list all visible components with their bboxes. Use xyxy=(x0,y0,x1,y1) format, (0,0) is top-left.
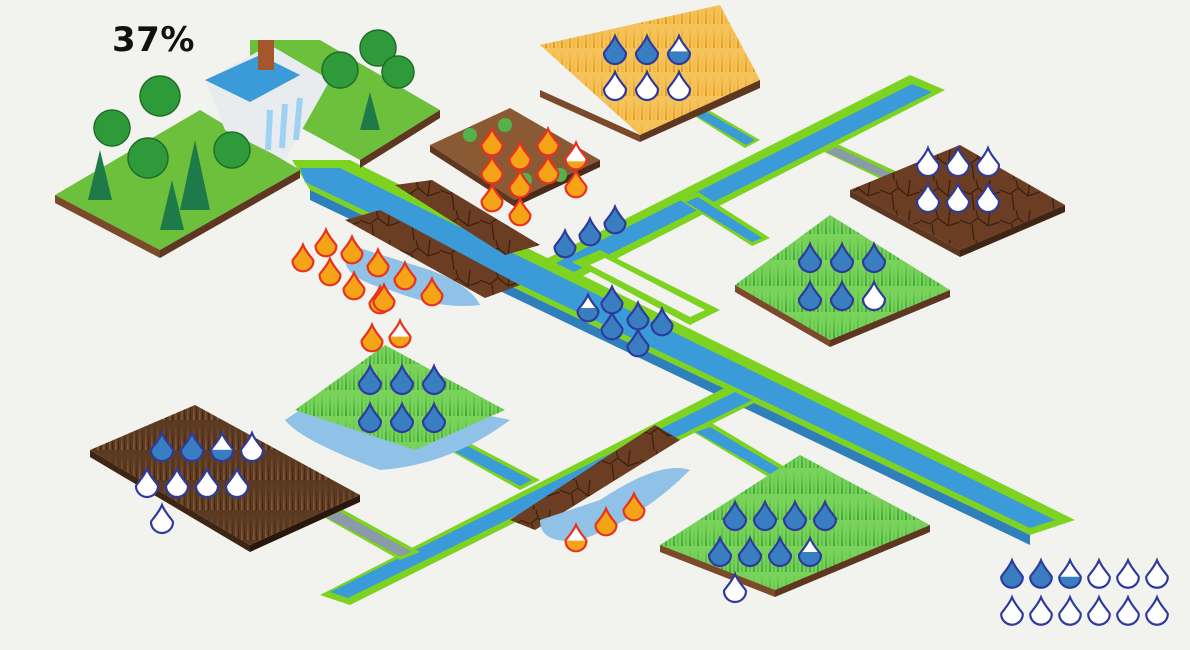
wheat-field-drop-5 xyxy=(634,68,660,102)
wheat-canal-water xyxy=(690,108,755,145)
reserve-drop-5 xyxy=(1116,557,1140,589)
reserve-drop-2 xyxy=(1029,557,1053,589)
dry-canal-segment-north xyxy=(395,180,540,255)
canal-west-fire-drop-12 xyxy=(388,317,412,349)
dry-canal-water xyxy=(826,147,906,184)
canal-south-fire-drop-1 xyxy=(564,521,588,553)
puddle-south xyxy=(540,468,690,541)
reserve-drop-3 xyxy=(1058,557,1082,589)
withered-field-drop-3 xyxy=(209,429,235,463)
canal-west-fire-drop-1 xyxy=(291,241,315,273)
wheat-field-drop-3 xyxy=(666,32,692,66)
withered-field-drop-7 xyxy=(194,465,220,499)
reserve-drop-9 xyxy=(1058,594,1082,626)
reserve-drop-8 xyxy=(1029,594,1053,626)
dry-cracked-field-drop-5 xyxy=(945,180,971,214)
south-grass-canal-water xyxy=(696,427,782,474)
reserve-drop-6 xyxy=(1145,557,1169,589)
dry-cracked-field-drop-6 xyxy=(975,180,1001,214)
forest-dam-plot xyxy=(55,29,440,258)
canal-west-fire-drop-2 xyxy=(318,255,342,287)
withered-field-drop-5 xyxy=(134,465,160,499)
withered-field-drop-4 xyxy=(239,429,265,463)
dry-cracked-field-drop-2 xyxy=(945,144,971,178)
canal-network xyxy=(292,75,1075,605)
dry-cracked-field-drop-1 xyxy=(915,144,941,178)
withered-field-drop-6 xyxy=(164,465,190,499)
dry-canal-segment-south xyxy=(510,425,680,530)
grass-field-south-drop-8 xyxy=(797,534,823,568)
reserve-drop-1 xyxy=(1000,557,1024,589)
main-canal-water xyxy=(300,168,1055,528)
wheat-field-drop-6 xyxy=(666,68,692,102)
reserve-drop-10 xyxy=(1087,594,1111,626)
dry-canal-segment-west xyxy=(345,210,520,298)
grass-field-east-drop-6 xyxy=(861,278,887,312)
reserve-drop-12 xyxy=(1145,594,1169,626)
field-grass-east[interactable] xyxy=(735,215,950,347)
withered-field-drop-9 xyxy=(149,501,175,535)
reserve-drop-4 xyxy=(1087,557,1111,589)
wheat-field-drop-4 xyxy=(602,68,628,102)
canal-middle-drop-1 xyxy=(576,291,600,323)
reserve-drop-7 xyxy=(1000,594,1024,626)
withered-field-drop-8 xyxy=(224,465,250,499)
dry-cracked-field-drop-3 xyxy=(975,144,1001,178)
field-wheat[interactable] xyxy=(540,5,760,142)
flooded-canal-water xyxy=(446,442,532,486)
withered-canal-water xyxy=(326,512,412,556)
water-percent-label: 37% xyxy=(112,20,195,60)
canal-west-fire-drop-5 xyxy=(314,226,338,258)
ne-canal-water xyxy=(556,84,932,272)
grass-field-south-drop-9 xyxy=(722,570,748,604)
reserve-drop-11 xyxy=(1116,594,1140,626)
dry-cracked-field-drop-4 xyxy=(915,180,941,214)
middle-loop-inner xyxy=(590,258,705,317)
dam-reservoir xyxy=(205,55,300,102)
east-grass-canal-water xyxy=(686,197,762,242)
